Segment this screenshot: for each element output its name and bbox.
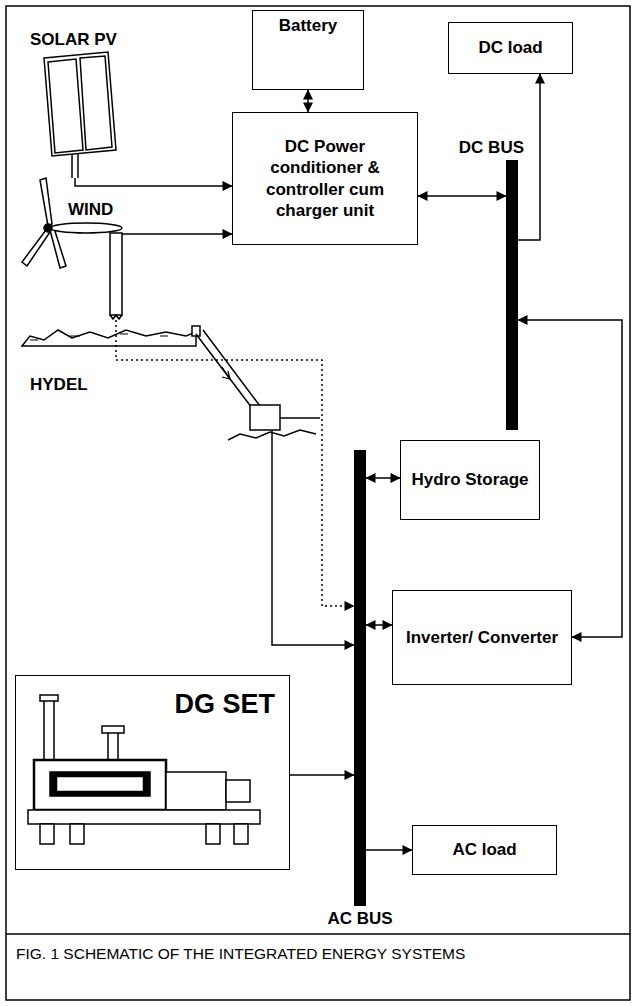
connector-arrow [366, 624, 392, 626]
converter-box: Inverter/ Converter [392, 590, 572, 685]
node-label: Battery [279, 15, 338, 36]
connector-arrow [75, 178, 232, 186]
hydel-plant [22, 326, 320, 440]
caption-rule [6, 933, 630, 935]
figure-frame [6, 6, 630, 1000]
connector-arrow [418, 195, 506, 197]
connector-arrow [366, 849, 412, 851]
node-label: Inverter/ Converter [406, 627, 558, 648]
storage-box: Hydro Storage [400, 440, 540, 520]
node-label: SOLAR PV [28, 30, 119, 50]
dotted-connector [116, 315, 354, 606]
wind-turbine [22, 178, 122, 319]
connector-arrow [307, 90, 309, 112]
hydel-source: HYDEL [20, 325, 295, 440]
battery-box: Battery [252, 10, 364, 90]
connector-arrow [290, 774, 354, 776]
controller-box: DC Power conditioner & controller cum ch… [232, 112, 418, 245]
node-label: HYDEL [28, 375, 90, 395]
solar-pv-source: SOLAR PV [22, 30, 122, 178]
connector-arrow [272, 440, 354, 645]
node-label: DC load [478, 37, 542, 58]
generator-box: DG SET [15, 675, 290, 870]
bus-label: DC BUS [457, 138, 526, 158]
node-label: Hydro Storage [411, 469, 528, 490]
load-box: AC load [412, 825, 557, 875]
node-label: DC Power conditioner & controller cum ch… [243, 136, 407, 221]
node-label: AC load [452, 839, 516, 860]
connector-arrow [366, 477, 400, 479]
solar-panel [44, 52, 116, 178]
connector-arrow [122, 233, 232, 235]
bus-label: AC BUS [325, 909, 394, 929]
wind-source: WIND [58, 200, 122, 315]
ac-bus-bar: AC BUS [354, 450, 366, 906]
load-box: DC load [448, 22, 573, 74]
dc-bus-bar: DC BUS [506, 160, 518, 430]
node-label: WIND [66, 200, 115, 220]
node-label: DG SET [30, 688, 275, 722]
figure-caption: FIG. 1 SCHEMATIC OF THE INTEGRATED ENERG… [10, 944, 610, 964]
